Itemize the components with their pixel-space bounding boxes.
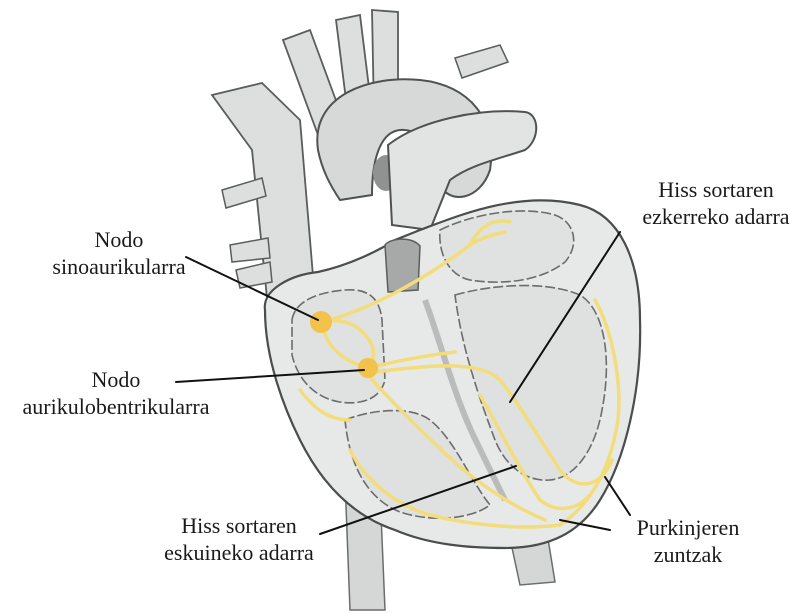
label-sinoatrial-line1: Nodo [24,226,214,253]
label-right-bundle-line1: Hiss sortaren [148,512,330,539]
label-atrioventricular-node: Nodo aurikulobentrikularra [0,366,232,420]
label-left-bundle-line2: ezkerreko adarra [632,203,800,230]
label-sinoatrial-line2: sinoaurikularra [24,253,214,280]
label-left-bundle-line1: Hiss sortaren [632,176,800,203]
label-right-bundle-line2: eskuineko adarra [148,539,330,566]
label-atrioventricular-line2: aurikulobentrikularra [0,393,232,420]
atrioventricular-node [358,358,378,378]
label-sinoatrial-node: Nodo sinoaurikularra [24,226,214,280]
label-atrioventricular-line1: Nodo [0,366,232,393]
leader-purkinje-upper [605,477,630,515]
label-purkinje-fibers: Purkinjeren zuntzak [608,514,768,568]
aortic-valve-opening [385,239,420,292]
pulmonary-vessel-left-2 [230,238,270,262]
label-left-bundle-branch: Hiss sortaren ezkerreko adarra [632,176,800,230]
label-purkinje-line2: zuntzak [608,541,768,568]
sinoatrial-node [310,311,332,333]
label-right-bundle-branch: Hiss sortaren eskuineko adarra [148,512,330,566]
pulmonary-artery-branch [455,45,508,78]
label-purkinje-line1: Purkinjeren [608,514,768,541]
